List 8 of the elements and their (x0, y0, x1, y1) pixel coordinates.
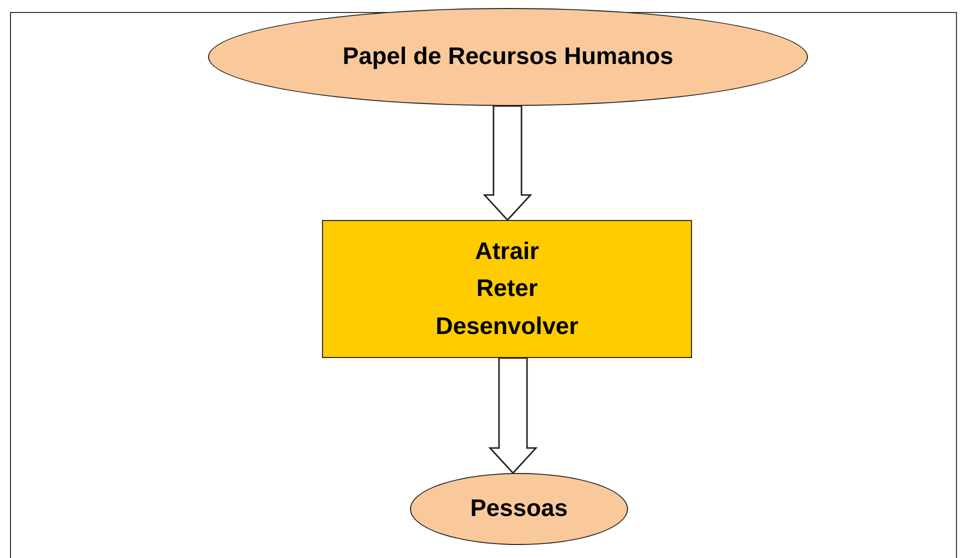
node-label: Desenvolver (436, 312, 578, 342)
node-label: Papel de Recursos Humanos (342, 42, 674, 72)
node-label: Reter (476, 274, 538, 304)
block-arrow (488, 357, 538, 474)
block-arrow (482, 105, 532, 222)
node-label: Pessoas (470, 494, 568, 524)
process-box (322, 220, 692, 358)
node-label: Atrair (474, 237, 540, 268)
